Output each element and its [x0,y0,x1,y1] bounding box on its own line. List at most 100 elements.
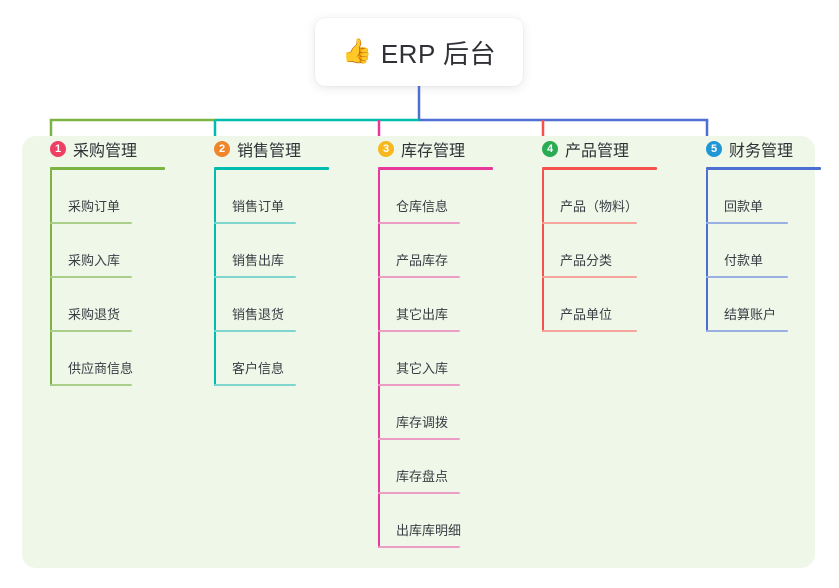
leaf-item[interactable]: 库存盘点 [378,440,514,494]
column-number-badge: 2 [214,141,230,157]
leaf-item-underline [542,330,637,332]
thumbs-up-icon: 👍 [341,38,372,65]
column-title: 库存管理 [401,143,466,160]
column-underline [378,167,493,170]
column-number-badge: 4 [542,141,558,157]
column-number-badge: 1 [50,141,66,157]
leaf-item-label: 库存盘点 [396,469,449,484]
leaf-list: 回款单付款单结算账户 [706,170,839,332]
leaf-item[interactable]: 其它入库 [378,332,514,386]
leaf-item[interactable]: 采购入库 [50,224,186,278]
leaf-item[interactable]: 出库库明细 [378,494,514,548]
column-spine [706,170,708,332]
column-header-4[interactable]: 4 产品管理 [528,136,678,162]
column-4: 4 产品管理产品（物料） 产品分类产品单位 [528,136,678,332]
leaf-item[interactable]: 销售订单 [214,170,350,224]
leaf-item[interactable]: 销售出库 [214,224,350,278]
leaf-item-underline [378,222,460,224]
leaf-item-underline [214,276,296,278]
leaf-item-underline [214,384,296,386]
column-spine [542,170,544,332]
leaf-item[interactable]: 客户信息 [214,332,350,386]
leaf-item-underline [50,276,132,278]
column-header-1[interactable]: 1 采购管理 [36,136,186,162]
column-number-badge: 5 [706,141,722,157]
leaf-item-underline [378,330,460,332]
leaf-item-label: 结算账户 [724,307,777,322]
leaf-item-label: 出库库明细 [396,523,462,538]
leaf-item-label: 采购入库 [68,253,121,268]
leaf-item-label: 采购订单 [68,199,121,214]
leaf-item-underline [542,222,637,224]
leaf-item[interactable]: 付款单 [706,224,839,278]
leaf-item[interactable]: 产品库存 [378,224,514,278]
leaf-list: 产品（物料） 产品分类产品单位 [542,170,678,332]
leaf-item-underline [378,384,460,386]
leaf-item[interactable]: 产品分类 [542,224,678,278]
leaf-item-label: 产品单位 [560,307,613,322]
leaf-item-label: 产品（物料） [560,199,639,214]
leaf-item[interactable]: 结算账户 [706,278,839,332]
leaf-item-underline [214,330,296,332]
column-5: 5 财务管理回款单付款单结算账户 [692,136,839,332]
column-1: 1 采购管理采购订单采购入库采购退货供应商信息 [36,136,186,386]
diagram-panel [22,136,815,568]
leaf-item[interactable]: 产品（物料） [542,170,678,224]
column-header-3[interactable]: 3 库存管理 [364,136,514,162]
leaf-item-underline [378,492,460,494]
leaf-item-label: 供应商信息 [68,361,134,376]
root-node-label: ERP 后台 [380,38,497,69]
column-title: 销售管理 [237,143,302,160]
column-underline [50,167,165,170]
column-title: 财务管理 [729,143,794,160]
leaf-item-underline [378,546,460,548]
leaf-item-label: 销售订单 [232,199,285,214]
root-node-card[interactable]: 👍 ERP 后台 [315,18,523,86]
column-spine [378,170,380,548]
leaf-item-label: 销售退货 [232,307,285,322]
leaf-list: 采购订单采购入库采购退货供应商信息 [50,170,186,386]
leaf-item-underline [50,222,132,224]
leaf-item-underline [214,222,296,224]
leaf-item[interactable]: 采购退货 [50,278,186,332]
leaf-item[interactable]: 供应商信息 [50,332,186,386]
leaf-item-label: 产品库存 [396,253,449,268]
leaf-item-underline [378,438,460,440]
leaf-item-label: 客户信息 [232,361,285,376]
leaf-item-underline [706,330,788,332]
leaf-item-underline [50,384,132,386]
column-spine [214,170,216,386]
leaf-item[interactable]: 其它出库 [378,278,514,332]
leaf-item[interactable]: 回款单 [706,170,839,224]
column-title: 采购管理 [73,143,138,160]
leaf-item-underline [706,276,788,278]
leaf-item-label: 仓库信息 [396,199,449,214]
column-underline [214,167,329,170]
column-spine [50,170,52,386]
leaf-item[interactable]: 产品单位 [542,278,678,332]
leaf-item-label: 产品分类 [560,253,613,268]
column-header-5[interactable]: 5 财务管理 [692,136,839,162]
column-3: 3 库存管理仓库信息产品库存其它出库其它入库库存调拨库存盘点出库库明细 [364,136,514,548]
leaf-item[interactable]: 仓库信息 [378,170,514,224]
leaf-item-label: 其它入库 [396,361,449,376]
leaf-item-label: 库存调拨 [396,415,449,430]
leaf-item-underline [50,330,132,332]
leaf-item-label: 回款单 [724,199,764,214]
leaf-list: 销售订单销售出库销售退货客户信息 [214,170,350,386]
column-number-badge: 3 [378,141,394,157]
leaf-item-label: 销售出库 [232,253,285,268]
leaf-item[interactable]: 销售退货 [214,278,350,332]
leaf-item[interactable]: 库存调拨 [378,386,514,440]
column-underline [706,167,821,170]
leaf-item-label: 其它出库 [396,307,449,322]
column-header-2[interactable]: 2 销售管理 [200,136,350,162]
leaf-list: 仓库信息产品库存其它出库其它入库库存调拨库存盘点出库库明细 [378,170,514,548]
leaf-item-underline [378,276,460,278]
column-title: 产品管理 [565,143,630,160]
column-underline [542,167,657,170]
column-container: 1 采购管理采购订单采购入库采购退货供应商信息 2 销售管理销售订单销售出库销售退货客… [0,136,839,568]
leaf-item[interactable]: 采购订单 [50,170,186,224]
leaf-item-label: 付款单 [724,253,764,268]
column-2: 2 销售管理销售订单销售出库销售退货客户信息 [200,136,350,386]
